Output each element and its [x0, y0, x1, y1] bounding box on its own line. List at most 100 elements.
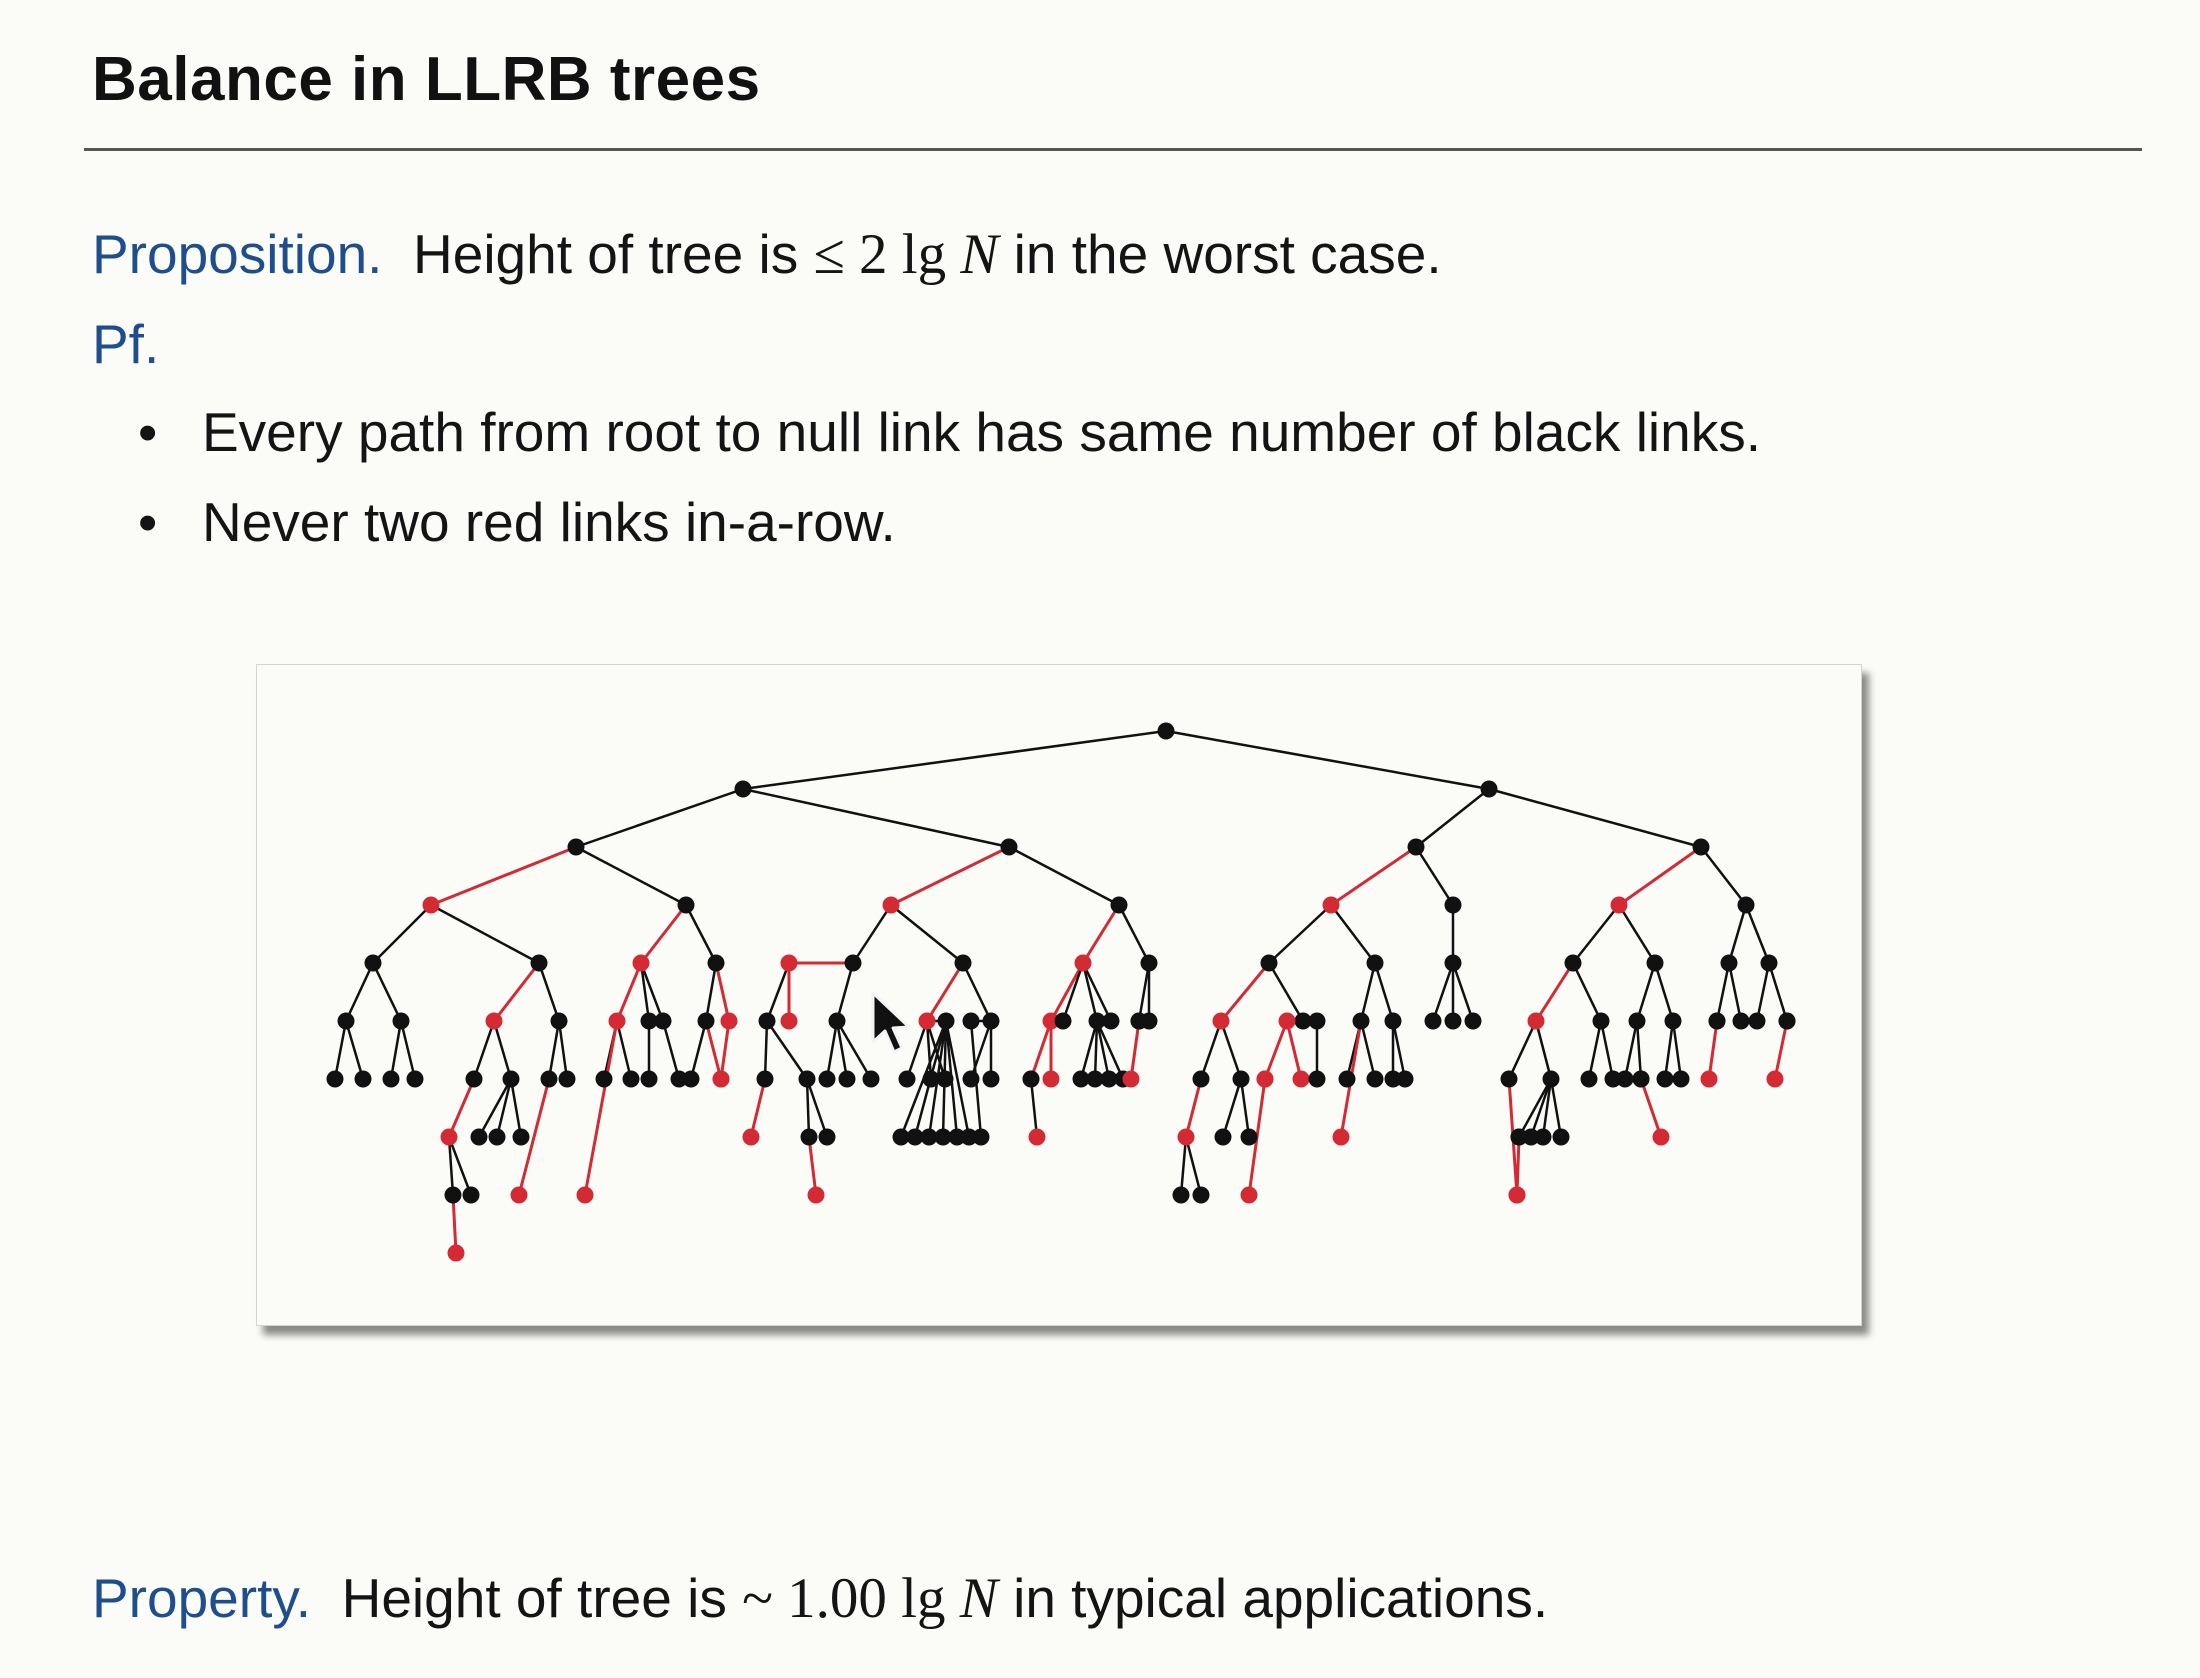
- black-node: [1396, 1070, 1414, 1088]
- black-link: [1663, 1019, 1675, 1081]
- black-link: [835, 961, 855, 1023]
- black-link: [509, 1077, 523, 1139]
- red-node: [1527, 1012, 1545, 1030]
- proof-bullet-text: Never two red links in-a-row.: [202, 491, 896, 553]
- black-node: [1086, 1070, 1104, 1088]
- black-link: [615, 1019, 633, 1081]
- black-node: [1130, 1012, 1148, 1030]
- red-node: [440, 1128, 458, 1146]
- red-node: [1028, 1128, 1046, 1146]
- black-node: [1632, 1070, 1650, 1088]
- black-node: [1100, 1070, 1118, 1088]
- black-node: [682, 1070, 700, 1088]
- red-node: [1700, 1070, 1718, 1088]
- red-link: [1639, 1077, 1663, 1139]
- black-node: [1157, 722, 1175, 740]
- black-node: [1240, 1128, 1258, 1146]
- black-link: [1727, 903, 1748, 965]
- black-node: [470, 1128, 488, 1146]
- black-node: [1366, 1070, 1384, 1088]
- black-link: [1373, 961, 1395, 1023]
- red-node: [720, 1012, 738, 1030]
- red-node: [1122, 1070, 1140, 1088]
- black-node: [862, 1070, 880, 1088]
- proof-bullet: •Never two red links in-a-row.: [138, 490, 896, 554]
- black-link: [1507, 1019, 1538, 1081]
- black-link: [1329, 903, 1377, 965]
- red-link: [615, 961, 643, 1023]
- black-link: [1061, 961, 1085, 1023]
- red-node: [1212, 1012, 1230, 1030]
- black-link: [1239, 1077, 1251, 1139]
- black-node: [734, 780, 752, 798]
- black-link: [925, 1019, 933, 1081]
- black-node: [972, 1128, 990, 1146]
- black-link: [1391, 1019, 1407, 1081]
- black-link: [1727, 961, 1743, 1023]
- red-node: [510, 1186, 528, 1204]
- black-node: [1737, 896, 1755, 914]
- black-node: [1564, 954, 1582, 972]
- red-node: [1177, 1128, 1195, 1146]
- black-link: [1549, 1077, 1563, 1139]
- black-node: [654, 1012, 672, 1030]
- black-link: [1164, 729, 1491, 791]
- black-link: [1635, 961, 1657, 1023]
- black-node: [818, 1070, 836, 1088]
- black-node: [337, 1012, 355, 1030]
- black-node: [640, 1012, 658, 1030]
- black-node: [982, 1012, 1000, 1030]
- black-link: [1414, 845, 1455, 907]
- black-node: [1692, 838, 1710, 856]
- black-node: [948, 1128, 966, 1146]
- red-link: [1184, 1077, 1203, 1139]
- black-node: [707, 954, 725, 972]
- black-link: [1199, 1019, 1223, 1081]
- black-node: [1352, 1012, 1370, 1030]
- black-node: [1604, 1070, 1622, 1088]
- black-node: [1384, 1070, 1402, 1088]
- proof-bullet: •Every path from root to null link has s…: [138, 400, 1761, 464]
- black-node: [697, 1012, 715, 1030]
- black-link: [574, 787, 745, 849]
- red-node: [918, 1012, 936, 1030]
- mouse-cursor-icon: [871, 991, 911, 1054]
- black-link: [447, 1135, 473, 1197]
- black-node: [1110, 896, 1128, 914]
- red-link: [704, 1019, 723, 1081]
- red-link: [1219, 961, 1271, 1023]
- black-node: [1444, 896, 1462, 914]
- black-link: [805, 1077, 829, 1139]
- black-link: [333, 1019, 348, 1081]
- red-node: [807, 1186, 825, 1204]
- red-node: [485, 1012, 503, 1030]
- red-node: [1652, 1128, 1670, 1146]
- red-node: [1766, 1070, 1784, 1088]
- black-node: [1384, 1012, 1402, 1030]
- black-link: [689, 1019, 708, 1081]
- black-link: [1653, 961, 1675, 1023]
- black-link: [1095, 1019, 1125, 1081]
- black-link: [741, 787, 1011, 849]
- red-link: [1534, 961, 1575, 1023]
- black-node: [954, 954, 972, 972]
- black-link: [1571, 961, 1603, 1023]
- black-node: [1366, 954, 1384, 972]
- black-link: [371, 903, 433, 965]
- black-link: [765, 1019, 809, 1081]
- red-link: [1707, 1019, 1719, 1081]
- black-node: [530, 954, 548, 972]
- red-link: [1081, 903, 1121, 965]
- black-link: [1635, 1019, 1643, 1081]
- llrb-tree-diagram: [326, 722, 1796, 1262]
- black-node: [798, 1070, 816, 1088]
- black-node: [892, 1128, 910, 1146]
- tree-nodes: [326, 722, 1796, 1262]
- property-label: Property.: [92, 1567, 312, 1629]
- black-node: [934, 1128, 952, 1146]
- black-link: [1671, 1019, 1683, 1081]
- black-link: [1359, 961, 1377, 1023]
- black-link: [1451, 961, 1475, 1023]
- black-link: [1079, 1019, 1099, 1081]
- black-link: [944, 1019, 971, 1139]
